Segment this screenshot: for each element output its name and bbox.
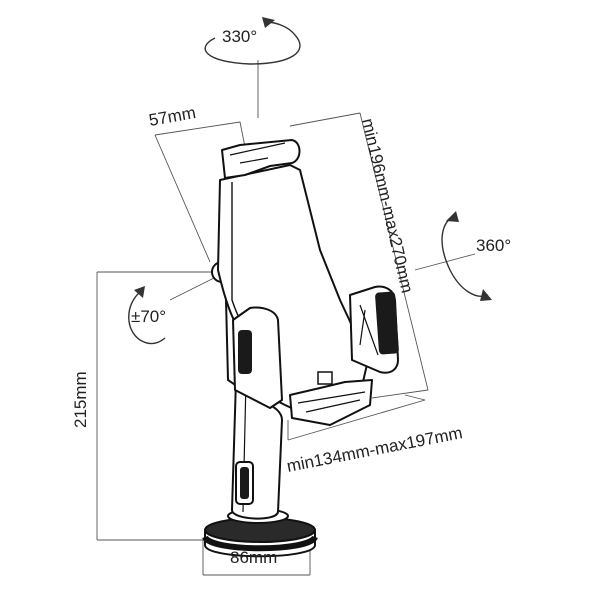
stand-height-dimension <box>96 271 222 541</box>
side-rotation-indicator <box>414 211 492 301</box>
tablet-width-label: min134mm-max197mm <box>285 423 464 476</box>
arm-offset-label: 57mm <box>147 103 197 130</box>
top-rotation-indicator <box>204 17 301 118</box>
tablet-height-label: min196mm-max270mm <box>358 117 417 295</box>
tilt-label: ±70° <box>131 307 166 326</box>
side-rotation-label: 360° <box>476 236 511 255</box>
top-rotation-label: 330° <box>222 27 257 46</box>
stand-height-label: 215mm <box>71 371 90 428</box>
base-diameter-label: 86mm <box>230 548 277 567</box>
tablet-width-dimension <box>287 394 426 441</box>
tablet-holder <box>217 139 399 426</box>
tablet-height-dimension <box>289 112 429 399</box>
tilt-indicator <box>128 277 215 345</box>
